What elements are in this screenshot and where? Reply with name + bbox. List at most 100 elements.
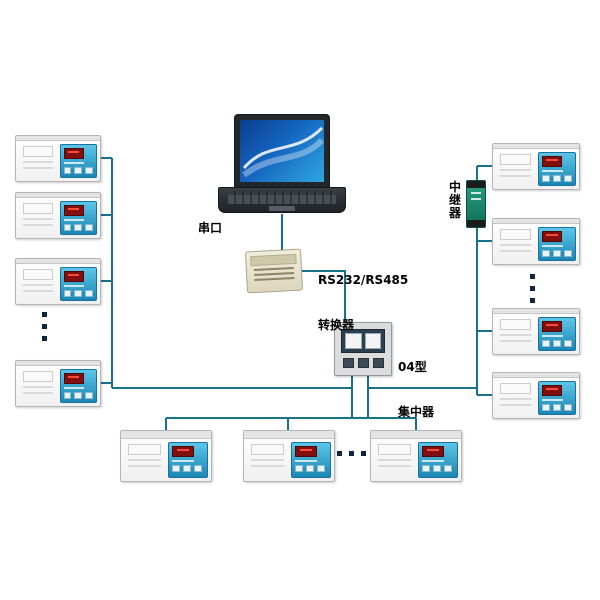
device-panel-text: [63, 387, 85, 389]
device-button: [541, 340, 550, 347]
device-button: [552, 250, 561, 257]
device-meter-section: [19, 201, 57, 235]
device-led-display: [171, 446, 194, 457]
trackpad: [269, 206, 295, 211]
device-body: [244, 439, 334, 481]
device-body: [493, 314, 579, 354]
device-sticker: [22, 371, 53, 382]
device-led-display: [541, 156, 563, 167]
device-control-panel: [537, 381, 576, 415]
device-body: [493, 224, 579, 264]
device-meter-section: [496, 152, 535, 186]
device-vent: [23, 284, 53, 286]
controller-device: [492, 218, 580, 265]
device-panel-text: [63, 219, 85, 221]
device-vent: [500, 404, 531, 406]
device-sticker: [499, 229, 531, 240]
device-sticker: [499, 383, 531, 394]
device-button: [74, 392, 83, 399]
device-sticker: [22, 269, 53, 280]
converter-label: RS232/RS485 转换器: [318, 243, 408, 363]
device-meter-section: [496, 317, 535, 351]
rs232-rs485-converter: [244, 248, 304, 294]
device-panel-text: [63, 285, 85, 287]
device-led-display: [63, 373, 84, 384]
device-panel-text: [421, 460, 445, 462]
controller-device: [120, 430, 212, 482]
device-body: [493, 378, 579, 418]
device-button: [85, 167, 93, 174]
device-panel-text: [541, 399, 563, 401]
device-body: [371, 439, 461, 481]
device-lid: [16, 361, 100, 366]
device-button: [305, 465, 314, 472]
device-lid: [493, 144, 579, 149]
device-meter-section: [124, 442, 165, 478]
device-control-panel: [59, 369, 97, 403]
device-vent: [23, 161, 53, 163]
wallpaper-swoosh: [242, 126, 324, 178]
device-meter-section: [496, 227, 535, 261]
device-sticker: [251, 444, 284, 455]
device-button: [85, 290, 93, 297]
device-control-panel: [59, 144, 97, 178]
device-sticker: [22, 203, 53, 214]
device-body: [16, 141, 100, 181]
device-vent: [500, 340, 531, 342]
terminal-block: [342, 358, 354, 368]
device-button: [182, 465, 191, 472]
concentrator-label: 04型 集中器: [398, 330, 434, 450]
device-control-panel: [167, 442, 208, 478]
repeater-marking: [471, 192, 481, 194]
dot: [361, 451, 366, 456]
device-led-display: [421, 446, 444, 457]
device-vent: [23, 218, 53, 220]
device-button: [443, 465, 452, 472]
controller-device: [492, 372, 580, 419]
device-sticker: [499, 319, 531, 330]
converter-label-line2: 转换器: [318, 318, 355, 332]
dot: [530, 298, 535, 303]
device-vent: [23, 224, 53, 226]
device-button: [63, 167, 72, 174]
device-buttons: [294, 465, 327, 472]
converter-label-strip: [250, 253, 297, 267]
device-vent: [500, 169, 531, 171]
laptop-wallpaper: [240, 120, 324, 182]
device-buttons: [541, 404, 572, 411]
concentrator-display-panel: [341, 329, 385, 353]
device-button: [563, 175, 572, 182]
device-lid: [16, 193, 100, 198]
device-buttons: [541, 175, 572, 182]
controller-device: [15, 192, 101, 239]
device-led-display: [541, 385, 563, 396]
device-panel-text: [294, 460, 318, 462]
concentrator-label-line2: 集中器: [398, 405, 435, 419]
dot: [349, 451, 354, 456]
device-vent: [23, 386, 53, 388]
laptop-keyboard: [218, 187, 346, 213]
device-led-display: [63, 148, 84, 159]
ellipsis-right-column: [530, 274, 535, 303]
device-vent: [251, 459, 284, 461]
dot: [337, 451, 342, 456]
device-panel-text: [63, 162, 85, 164]
device-vent: [251, 465, 284, 467]
concentrator-display-window: [364, 333, 381, 349]
device-lid: [493, 373, 579, 378]
device-control-panel: [59, 201, 97, 235]
device-vent: [500, 250, 531, 252]
device-vent: [500, 175, 531, 177]
device-button: [74, 224, 83, 231]
device-meter-section: [496, 381, 535, 415]
device-control-panel: [417, 442, 458, 478]
device-control-panel: [59, 267, 97, 301]
repeater-label: 中继器: [449, 180, 462, 220]
dot: [530, 274, 535, 279]
device-button: [63, 224, 72, 231]
device-button: [541, 175, 550, 182]
device-button: [74, 167, 83, 174]
device-sticker: [378, 444, 411, 455]
